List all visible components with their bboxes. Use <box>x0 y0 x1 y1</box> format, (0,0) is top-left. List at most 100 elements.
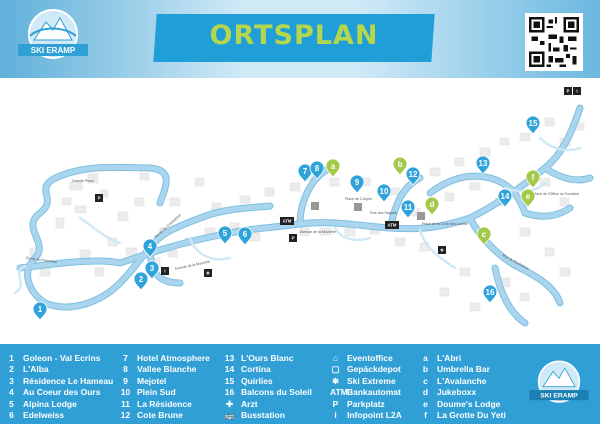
legend-key: b <box>422 364 429 375</box>
legend-label: L'Ours Blanc <box>241 353 294 363</box>
service-symbols[interactable]: ATM ATM P P P ✚ ✚ i i <box>95 87 581 277</box>
map-pin-4[interactable]: 4 <box>142 238 158 258</box>
legend-key: ▢ <box>331 364 340 375</box>
legend-label: Quirlies <box>241 375 273 386</box>
pin-marker-icon <box>400 199 416 219</box>
qr-code[interactable] <box>525 13 583 71</box>
legend-key: ✚ <box>225 398 234 409</box>
legend-item: a L'Abri <box>420 353 461 363</box>
legend-item: 11 La Résidence <box>120 399 192 409</box>
map-pin-f[interactable]: f <box>525 169 541 189</box>
legend-key: 10 <box>120 387 131 398</box>
map-pin-15[interactable]: 15 <box>525 115 541 135</box>
town-map[interactable]: Grande Place Route du Petit Plan Route d… <box>0 78 600 344</box>
legend-key: 11 <box>121 398 130 409</box>
pin-marker-icon <box>424 196 440 216</box>
map-pin-a[interactable]: a <box>325 158 341 178</box>
pin-label: 15 <box>529 119 538 128</box>
legend-label: Balcons du Soleil <box>241 387 312 398</box>
map-pin-12[interactable]: 12 <box>405 166 421 186</box>
legend-label: Umbrella Bar <box>437 364 490 375</box>
pin-label: 3 <box>150 264 155 273</box>
pin-marker-icon <box>392 156 408 176</box>
pin-marker-icon <box>144 260 160 280</box>
pin-label: 14 <box>501 192 510 201</box>
legend-item: 14 Cortina <box>224 364 271 374</box>
map-pin-16[interactable]: 16 <box>482 284 498 304</box>
pin-marker-icon <box>297 163 313 183</box>
pin-marker-icon <box>217 225 233 245</box>
legend-key: f <box>424 410 427 420</box>
svg-text:✚: ✚ <box>440 248 444 253</box>
map-pin-d[interactable]: d <box>424 196 440 216</box>
legend-key: P <box>332 398 339 409</box>
map-pin-2[interactable]: 2 <box>133 271 149 291</box>
pin-marker-icon <box>482 284 498 304</box>
map-pin-6[interactable]: 6 <box>237 226 253 246</box>
map-pin-5[interactable]: 5 <box>217 225 233 245</box>
pin-marker-icon <box>525 169 541 189</box>
map-pin-c[interactable]: c <box>476 226 492 246</box>
map-pin-e[interactable]: e <box>520 188 536 208</box>
legend-item: b Umbrella Bar <box>420 364 490 374</box>
legend-label: La Grotte Du Yeti <box>437 410 506 420</box>
info-icon: i <box>161 267 169 275</box>
atm-icon: ATM <box>280 217 294 225</box>
legend-label: L'Abri <box>437 353 462 363</box>
legend-key: i <box>334 410 337 420</box>
legend-label: Infopoint L2A <box>347 410 402 420</box>
legend-label: L'Alba <box>23 364 49 375</box>
legend-key: 9 <box>123 375 128 386</box>
parking-icon: P <box>289 234 297 242</box>
pin-label: 6 <box>243 230 248 239</box>
legend-key: ATM <box>330 387 348 398</box>
map-pin-10[interactable]: 10 <box>376 183 392 203</box>
pin-label: 10 <box>380 187 389 196</box>
legend-key: 1 <box>9 353 14 363</box>
legend-label: La Résidence <box>137 398 192 409</box>
pin-label: 1 <box>38 305 43 314</box>
map-pin-7[interactable]: 7 <box>297 163 313 183</box>
legend-key: 14 <box>224 364 235 375</box>
legend-item: f La Grotte Du Yeti <box>420 410 506 420</box>
legend-item: ATMBankautomat <box>330 387 401 397</box>
map-pin-11[interactable]: 11 <box>400 199 416 219</box>
map-pin-1[interactable]: 1 <box>32 301 48 321</box>
legend-label: Cortina <box>241 364 271 375</box>
legend-key: 8 <box>123 364 128 375</box>
ski-logo-bottom: SKI ERAMP <box>529 360 589 403</box>
map-pin-b[interactable]: b <box>392 156 408 176</box>
map-pin-13[interactable]: 13 <box>475 155 491 175</box>
pin-marker-icon <box>376 183 392 203</box>
map-pin-14[interactable]: 14 <box>497 188 513 208</box>
legend-key: a <box>423 353 428 363</box>
pin-marker-icon <box>133 271 149 291</box>
legend-label: L'Avalanche <box>437 375 487 386</box>
map-pin-8[interactable]: 8 <box>309 160 325 180</box>
map-pin-3[interactable]: 3 <box>144 260 160 280</box>
pin-marker-icon <box>309 160 325 180</box>
legend-label: Au Coeur des Ours <box>23 387 101 398</box>
legend-key: 6 <box>9 410 14 420</box>
legend-key: c <box>423 375 428 386</box>
legend-label: Cote Brune <box>137 410 183 420</box>
legend-label: Hotel Atmosphere <box>137 353 210 363</box>
map-pin-9[interactable]: 9 <box>349 174 365 194</box>
legend-key: 🚌 <box>224 410 235 420</box>
legend-item: ✚Arzt <box>224 399 258 409</box>
pin-label: 2 <box>139 275 144 284</box>
parking-icon: P <box>95 194 103 202</box>
legend-label: Gepäckdepot <box>347 364 401 375</box>
